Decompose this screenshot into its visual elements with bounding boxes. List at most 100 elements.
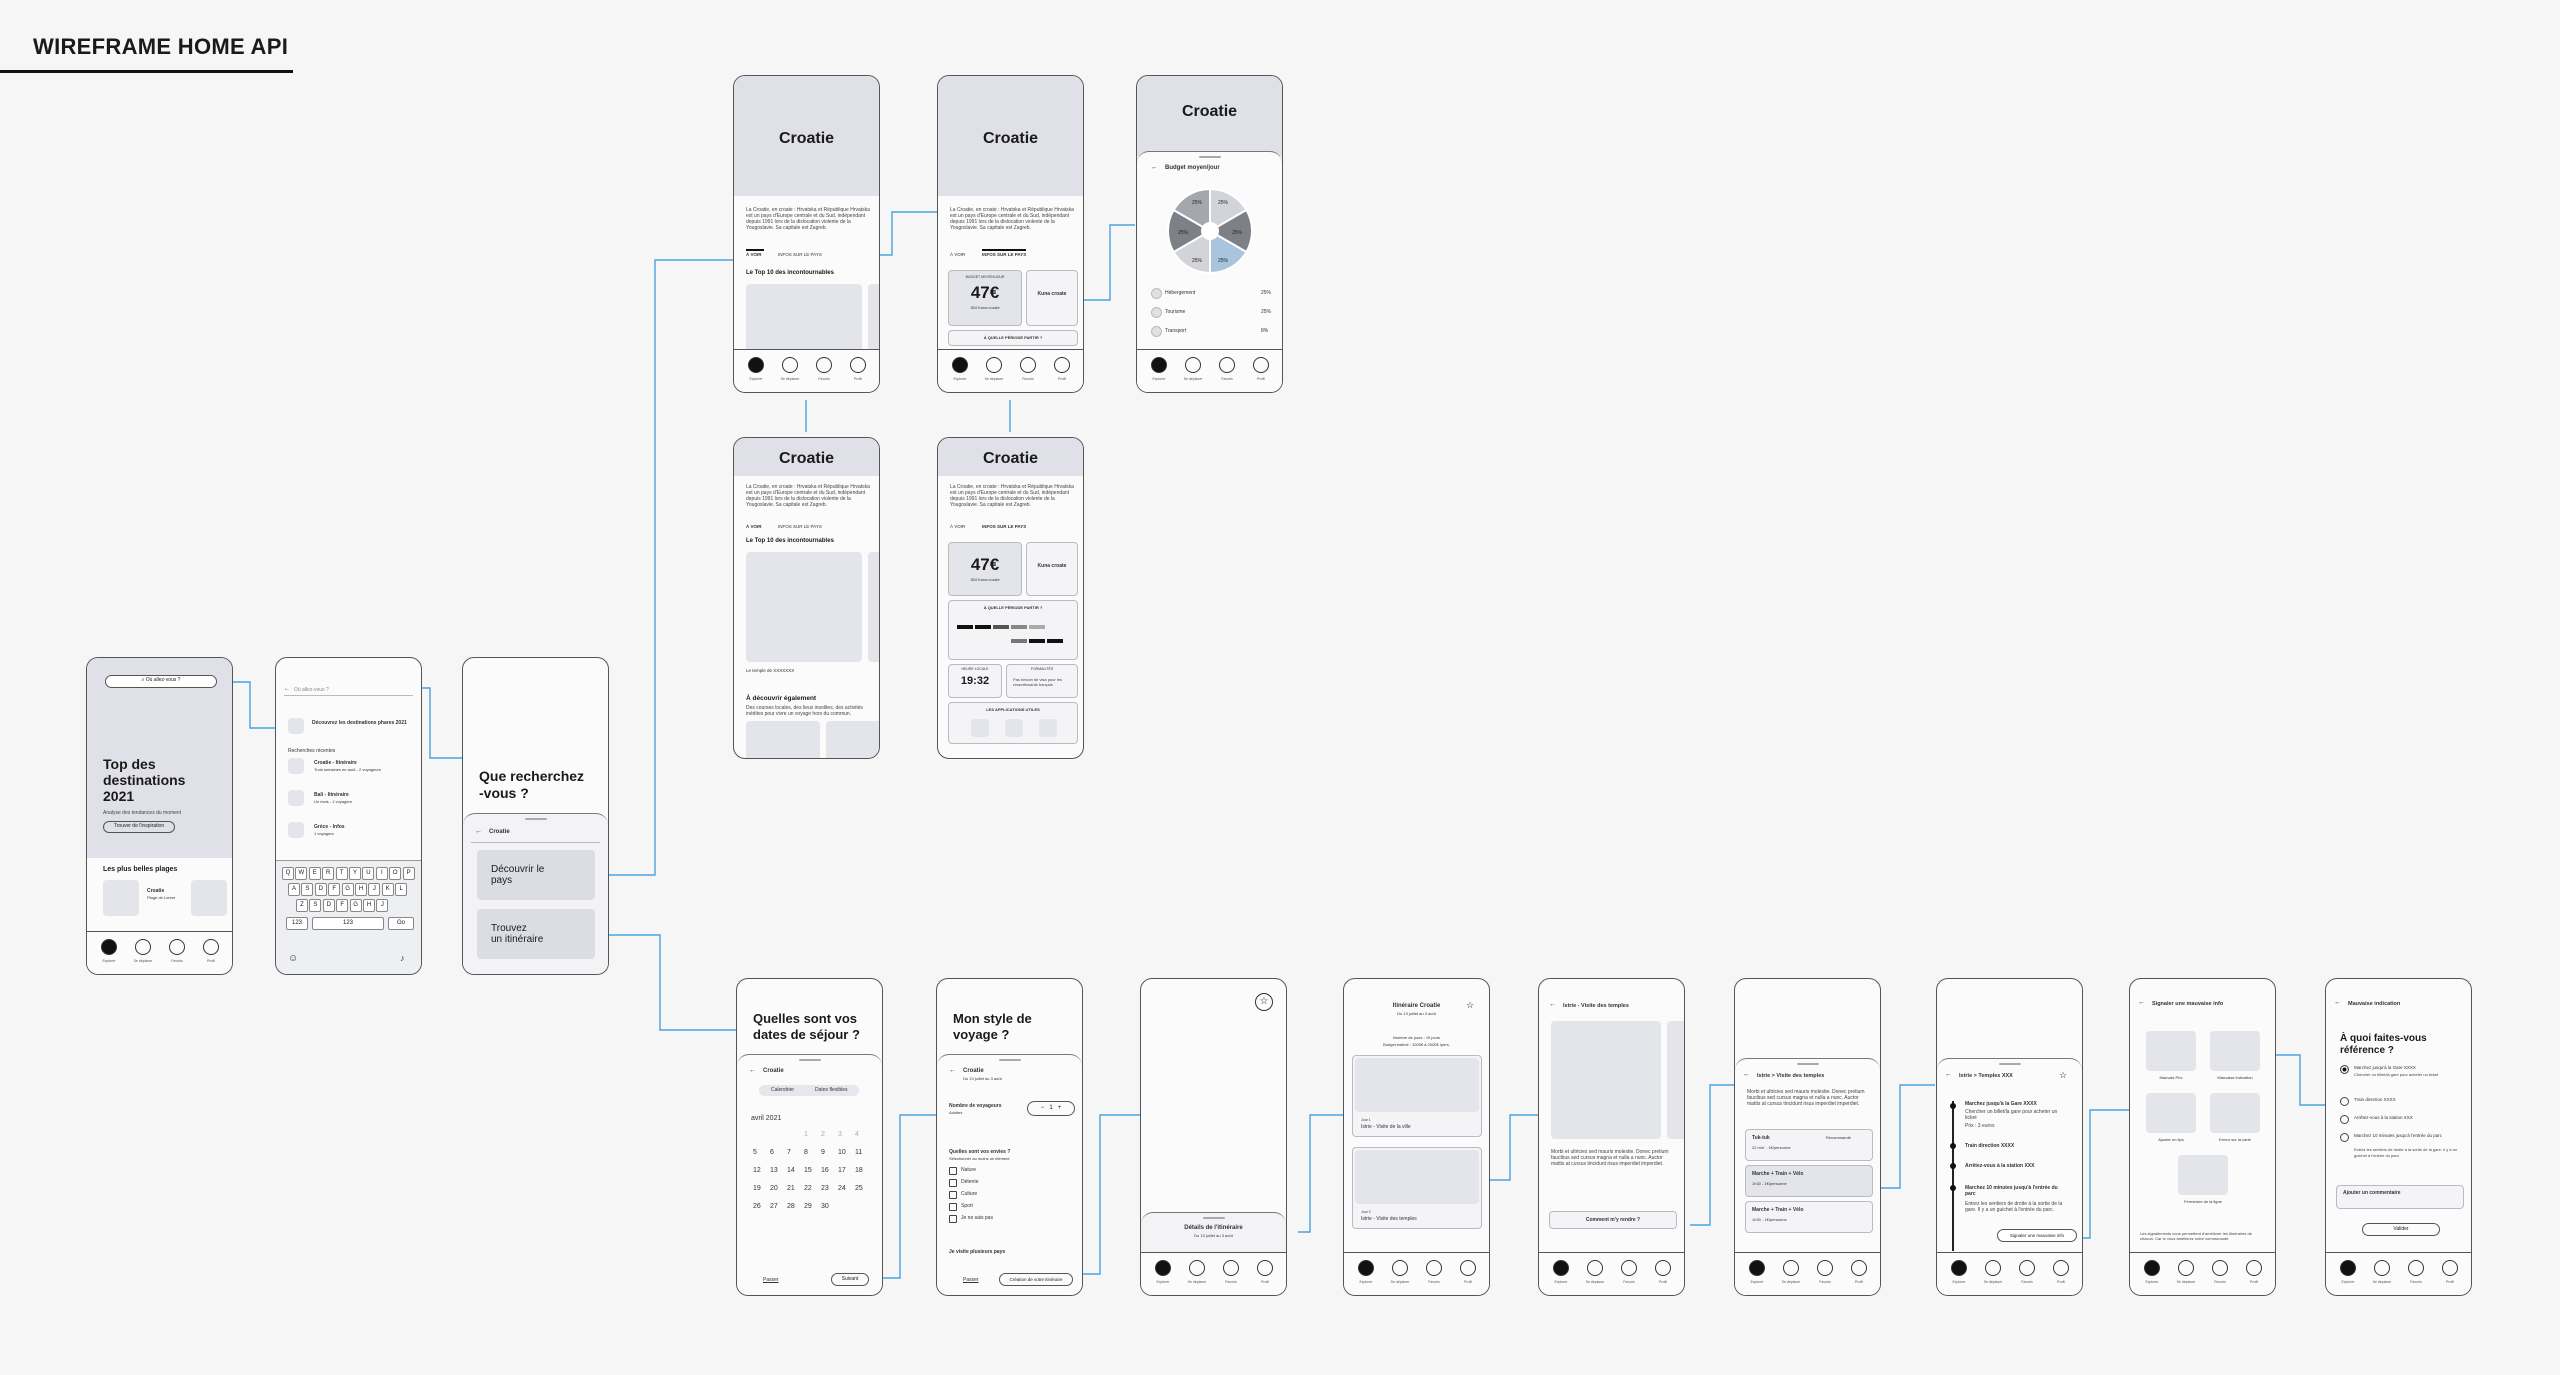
star-icon[interactable]: ☆ [1255, 993, 1273, 1011]
keyboard-key[interactable]: H [355, 883, 367, 896]
calendar-day[interactable]: 2 [821, 1131, 825, 1138]
keyboard-key[interactable]: J [376, 899, 389, 912]
move-icon[interactable] [1985, 1260, 2001, 1276]
explore-icon[interactable] [1951, 1260, 1967, 1276]
tab-see[interactable]: À VOIR [950, 524, 966, 529]
explore-icon[interactable] [952, 357, 968, 373]
calendar-day[interactable]: 7 [787, 1149, 791, 1156]
calendar-day[interactable]: 16 [821, 1167, 829, 1174]
keyboard-key[interactable]: G [341, 883, 354, 896]
search-input[interactable]: Où allez-vous ? [294, 687, 329, 693]
explore-icon[interactable] [1155, 1260, 1171, 1276]
mic-icon[interactable]: ♪ [400, 953, 405, 963]
calendar-day[interactable]: 30 [821, 1203, 829, 1210]
explore-icon[interactable] [101, 939, 117, 955]
recent-title-2[interactable]: Bali - Itinéraire [314, 792, 349, 798]
favorites-icon[interactable] [1426, 1260, 1442, 1276]
period-card[interactable]: À QUELLE PÉRIODE PARTIR ? [948, 330, 1078, 346]
back-arrow-icon[interactable]: ← [1151, 164, 1158, 171]
explore-icon[interactable] [2340, 1260, 2356, 1276]
tab-see[interactable]: À VOIR [746, 252, 762, 257]
keyboard-key[interactable]: S [309, 899, 322, 912]
profile-icon[interactable] [1054, 357, 1070, 373]
report-option-tips[interactable] [2146, 1093, 2196, 1133]
create-itinerary-button[interactable]: Création de votre itinéraire [999, 1273, 1073, 1286]
move-icon[interactable] [986, 357, 1002, 373]
favorites-icon[interactable] [1621, 1260, 1637, 1276]
route-option-2[interactable]: Marche + Train + Vélo 1h30 - 1€/personne [1745, 1165, 1873, 1197]
explore-icon[interactable] [1358, 1260, 1374, 1276]
tab-calendar[interactable]: Calendrier [771, 1087, 795, 1093]
keyboard-key[interactable]: Y [349, 867, 361, 880]
skip-link[interactable]: Passer [963, 1277, 979, 1283]
calendar-day[interactable]: 18 [855, 1167, 863, 1174]
back-arrow-icon[interactable]: ← [949, 1067, 956, 1074]
explore-icon[interactable] [1553, 1260, 1569, 1276]
tab-flexible[interactable]: Dates flexibles [815, 1087, 848, 1093]
favorites-icon[interactable] [2408, 1260, 2424, 1276]
calendar-day[interactable]: 29 [804, 1203, 812, 1210]
calendar-day[interactable]: 10 [838, 1149, 846, 1156]
tab-info[interactable]: INFOS SUR LE PAYS [982, 524, 1027, 529]
route-option-1[interactable]: Tuk-tuk Recommandé 22 min' - 1€/personne [1745, 1129, 1873, 1161]
star-icon[interactable]: ☆ [1465, 1000, 1475, 1010]
move-icon[interactable] [1185, 357, 1201, 373]
radio-step-2[interactable] [2340, 1097, 2349, 1106]
app-icon[interactable] [971, 719, 989, 737]
key-123[interactable]: 123 [286, 917, 308, 930]
comment-field[interactable]: Ajouter un commentaire [2336, 1185, 2464, 1209]
keyboard-key[interactable]: I [375, 867, 388, 880]
profile-icon[interactable] [850, 357, 866, 373]
calendar-day[interactable]: 5 [753, 1149, 757, 1156]
profile-icon[interactable] [1257, 1260, 1273, 1276]
calendar-day[interactable]: 27 [770, 1203, 778, 1210]
key-space[interactable]: 123 [312, 917, 384, 930]
skip-link[interactable]: Passer [763, 1277, 779, 1283]
keyboard-key[interactable]: H [363, 899, 375, 912]
keyboard-key[interactable]: U [362, 867, 375, 880]
keyboard-key[interactable]: F [328, 883, 341, 896]
calendar-day[interactable]: 3 [838, 1131, 842, 1138]
top-destinations-link[interactable]: Découvrez les destinations phares 2021 [312, 720, 407, 726]
keyboard-key[interactable]: Q [282, 867, 294, 880]
move-icon[interactable] [1783, 1260, 1799, 1276]
calendar-day[interactable]: 19 [753, 1185, 761, 1192]
move-icon[interactable] [135, 939, 151, 955]
profile-icon[interactable] [2442, 1260, 2458, 1276]
back-arrow-icon[interactable]: ← [475, 828, 482, 835]
app-icon[interactable] [1005, 719, 1023, 737]
move-icon[interactable] [2178, 1260, 2194, 1276]
keyboard-key[interactable]: W [295, 867, 308, 880]
back-arrow-icon[interactable]: ← [749, 1067, 756, 1074]
directions-button[interactable]: Comment m'y rendre ? [1549, 1211, 1677, 1229]
profile-icon[interactable] [1655, 1260, 1671, 1276]
favorites-icon[interactable] [1219, 357, 1235, 373]
favorites-icon[interactable] [1817, 1260, 1833, 1276]
calendar-day[interactable]: 17 [838, 1167, 846, 1174]
calendar-day[interactable]: 21 [787, 1185, 795, 1192]
profile-icon[interactable] [1253, 357, 1269, 373]
calendar-day[interactable]: 20 [770, 1185, 778, 1192]
back-arrow-icon[interactable]: ← [284, 686, 290, 692]
profile-icon[interactable] [2053, 1260, 2069, 1276]
key-go[interactable]: Go [388, 917, 414, 930]
tab-see[interactable]: À VOIR [950, 252, 966, 257]
keyboard-key[interactable]: D [322, 899, 335, 912]
calendar-day[interactable]: 15 [804, 1167, 812, 1174]
move-icon[interactable] [782, 357, 798, 373]
sheet-title[interactable]: Détails de l'itinéraire [1184, 1225, 1243, 1231]
submit-button[interactable]: Valider [2362, 1223, 2440, 1236]
day-card-1[interactable]: Jour 1 Istrie - Visite de la ville [1352, 1055, 1482, 1137]
radio-step-3[interactable] [2340, 1115, 2349, 1124]
profile-icon[interactable] [1460, 1260, 1476, 1276]
calendar-day[interactable]: 22 [804, 1185, 812, 1192]
move-icon[interactable] [2374, 1260, 2390, 1276]
move-icon[interactable] [1392, 1260, 1408, 1276]
profile-icon[interactable] [1851, 1260, 1867, 1276]
keyboard-key[interactable]: D [314, 883, 327, 896]
keyboard-key[interactable]: E [308, 867, 321, 880]
calendar-day[interactable]: 25 [855, 1185, 863, 1192]
calendar-day[interactable]: 4 [855, 1131, 859, 1138]
